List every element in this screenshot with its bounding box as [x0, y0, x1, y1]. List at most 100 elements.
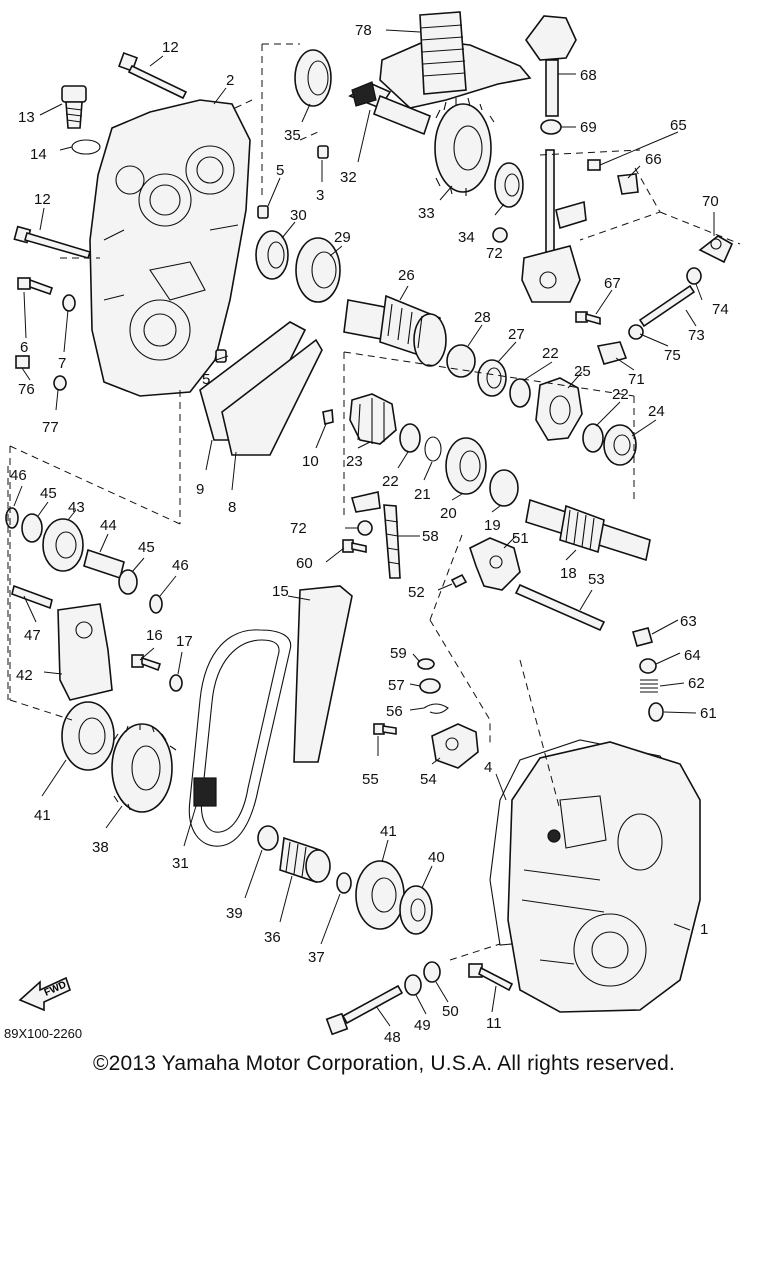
part-shift-shaft-58 — [350, 491, 401, 579]
part-bracket-66 — [617, 173, 639, 195]
callout-49: 49 — [414, 1017, 431, 1034]
callout-27: 27 — [508, 326, 525, 343]
part-washer-77 — [53, 375, 67, 391]
callout-30: 30 — [290, 207, 307, 224]
callout-52: 52 — [408, 584, 425, 601]
part-holder-54 — [431, 723, 479, 769]
part-ball-joint-70 — [698, 235, 734, 264]
part-shift-knob — [525, 15, 577, 117]
part-shaft-47 — [11, 584, 53, 610]
callout-16: 16 — [146, 627, 163, 644]
callout-2: 2 — [226, 72, 234, 89]
part-rear-case-1 — [507, 741, 701, 1013]
part-bearing-20 — [445, 437, 487, 495]
part-shift-fork-51 — [469, 537, 521, 591]
part-bearing-29 — [295, 237, 341, 303]
callout-76: 76 — [18, 381, 35, 398]
callout-77: 77 — [42, 419, 59, 436]
part-oil-filler-cap — [61, 85, 87, 129]
callout-44: 44 — [100, 517, 117, 534]
part-washer-22a — [509, 378, 531, 408]
callout-72b: 72 — [290, 520, 307, 537]
callout-14: 14 — [30, 146, 47, 163]
part-sprocket-25 — [535, 377, 583, 441]
callout-33: 33 — [418, 205, 435, 222]
part-washer-17 — [169, 674, 183, 692]
copyright-notice: ©2013 Yamaha Motor Corporation, U.S.A. A… — [92, 1052, 676, 1075]
part-shaft-26 — [343, 294, 447, 367]
callout-8: 8 — [228, 499, 236, 516]
callout-66: 66 — [645, 151, 662, 168]
part-washer-7 — [62, 294, 76, 312]
part-bolt-48 — [325, 984, 404, 1036]
part-sprocket-38 — [111, 723, 177, 813]
callout-35: 35 — [284, 127, 301, 144]
part-circlip-21 — [424, 436, 442, 462]
part-nut-72b — [357, 520, 373, 536]
part-bolt-16 — [131, 654, 162, 672]
callout-13: 13 — [18, 109, 35, 126]
callout-23: 23 — [346, 453, 363, 470]
part-collar-19 — [489, 469, 519, 507]
callout-5a: 5 — [276, 162, 284, 179]
callout-labels: 12 2 13 14 12 78 68 69 35 32 33 34 72 65… — [4, 22, 729, 1045]
callout-37: 37 — [308, 949, 325, 966]
diagram-code: 89X100-2260 — [4, 1026, 82, 1041]
callout-41a: 41 — [34, 807, 51, 824]
part-bolt-76 — [15, 355, 30, 369]
part-bearing-43 — [42, 518, 84, 572]
part-washer-37 — [336, 872, 352, 894]
part-bolt-55 — [373, 723, 397, 735]
callout-58: 58 — [422, 528, 439, 545]
part-shaft-32 — [348, 81, 431, 136]
callout-45a: 45 — [40, 485, 57, 502]
callout-78: 78 — [355, 22, 372, 39]
callout-20: 20 — [440, 505, 457, 522]
part-bearing-30 — [255, 230, 289, 280]
part-screw-10 — [322, 409, 334, 425]
part-bearing-34 — [494, 162, 524, 208]
callout-22a: 22 — [542, 345, 559, 362]
part-dowel-5a — [257, 205, 269, 219]
group-brackets — [7, 43, 741, 961]
callout-43: 43 — [68, 499, 85, 516]
part-main-shaft-18 — [525, 498, 651, 562]
part-bearing-41a — [61, 701, 115, 771]
callout-46a: 46 — [10, 467, 27, 484]
callout-24: 24 — [648, 403, 665, 420]
leader-lines — [13, 29, 715, 1027]
callout-73: 73 — [688, 327, 705, 344]
callout-29: 29 — [334, 229, 351, 246]
callout-22c: 22 — [382, 473, 399, 490]
callout-69: 69 — [580, 119, 597, 136]
callout-12b: 12 — [34, 191, 51, 208]
callout-21: 21 — [414, 486, 431, 503]
callout-19: 19 — [484, 517, 501, 534]
part-rod-53 — [514, 583, 606, 632]
part-gear-33 — [434, 97, 495, 196]
part-spring-56 — [423, 703, 449, 714]
diagram-svg: FWD — [4, 11, 741, 1045]
part-pin-44 — [83, 548, 125, 580]
part-drive-chain-31 — [188, 629, 292, 847]
callout-60: 60 — [296, 555, 313, 572]
part-gear-23 — [349, 393, 397, 445]
callout-56: 56 — [386, 703, 403, 720]
callout-59: 59 — [390, 645, 407, 662]
callout-5b: 5 — [202, 371, 210, 388]
part-washer-45a — [21, 513, 43, 543]
part-spring-62 — [640, 679, 658, 693]
part-bearing-24 — [603, 424, 637, 466]
part-shift-rod-73 — [638, 284, 696, 328]
part-bolt-60 — [342, 539, 367, 553]
part-circlip-46a — [5, 507, 19, 529]
part-washer-22c — [399, 423, 421, 453]
part-bolt-6 — [17, 277, 54, 296]
callout-65: 65 — [670, 117, 687, 134]
part-dowel-5b — [215, 349, 227, 363]
part-bushing-39 — [257, 825, 279, 851]
callout-7: 7 — [58, 355, 66, 372]
callout-36: 36 — [264, 929, 281, 946]
part-washer-64 — [639, 658, 657, 674]
part-nut-69 — [540, 119, 562, 135]
